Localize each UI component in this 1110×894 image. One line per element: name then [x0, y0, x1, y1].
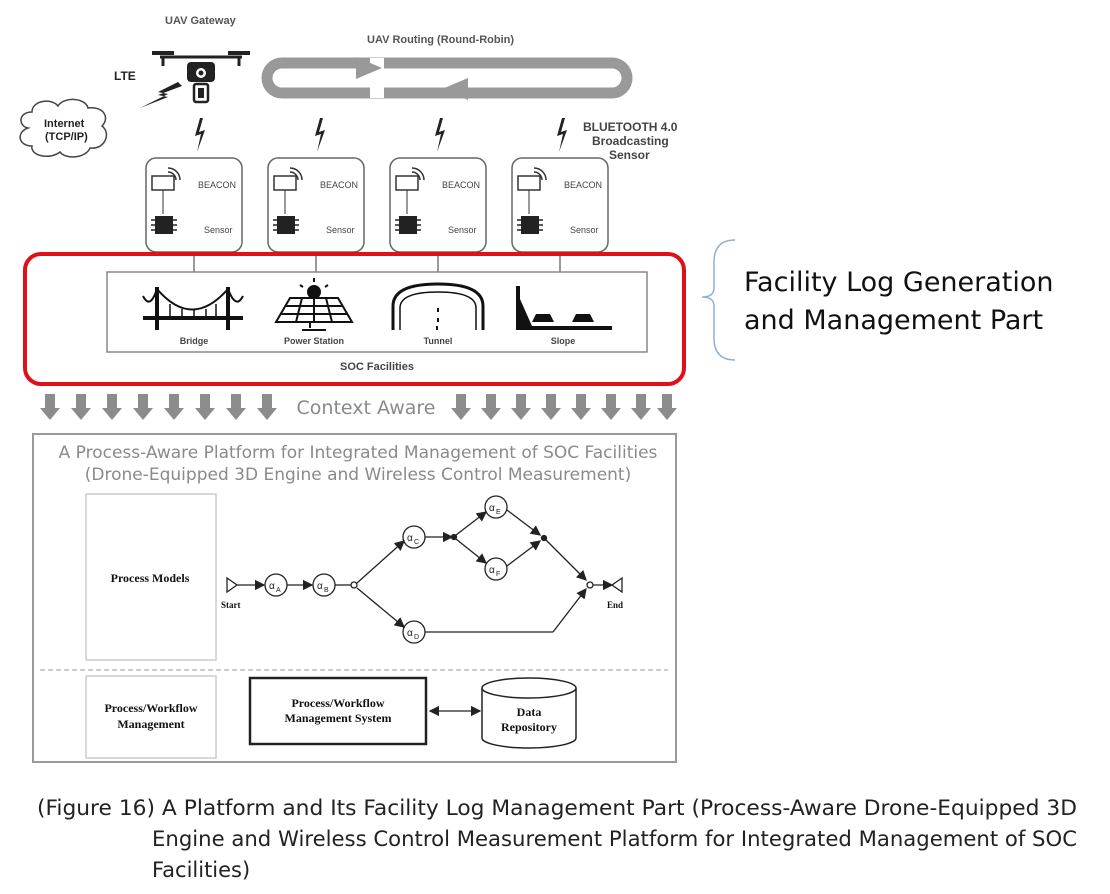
highlight-box: [23, 252, 686, 386]
node-d-label: D: [414, 634, 419, 641]
part-label-2: and Management Part: [744, 305, 1043, 336]
facility-label: Power Station: [284, 336, 344, 346]
routing-loop: [261, 57, 633, 100]
internet-label-2: (TCP/IP): [45, 131, 88, 143]
process-models-label: Process Models: [111, 571, 190, 585]
facility-label: Slope: [551, 336, 576, 346]
bluetooth-label-2: Broadcasting: [592, 134, 669, 148]
alpha-label: α: [407, 628, 413, 639]
soc-facilities-box: [106, 271, 648, 353]
sensor-node: BEACON Sensor: [267, 157, 365, 253]
process-models-cell: [85, 493, 217, 661]
platform-title-1: A Process-Aware Platform for Integrated …: [59, 443, 658, 463]
beacon-icon: [151, 167, 181, 191]
chip-icon: [517, 216, 543, 234]
workflow-label-1: Process/Workflow: [104, 701, 197, 715]
route-arrow-left: [442, 78, 468, 100]
platform-title-2: (Drone-Equipped 3D Engine and Wireless C…: [85, 465, 631, 485]
sensor-node: BEACON Sensor: [511, 157, 609, 253]
solar-panel-icon: [274, 278, 354, 331]
alpha-label: α: [489, 565, 495, 576]
workflow-cell: [85, 675, 217, 759]
internet-cloud-icon: [19, 98, 108, 158]
alpha-label: α: [317, 581, 323, 592]
routing-label: UAV Routing (Round-Robin): [367, 34, 514, 46]
sensor-label: Sensor: [204, 225, 233, 235]
end-label: End: [607, 600, 623, 610]
sensor-label: Sensor: [326, 225, 355, 235]
node-a-label: A: [276, 587, 281, 594]
drone-icon: [152, 51, 250, 104]
repo-label-1: Data: [517, 705, 542, 719]
beacon-label: BEACON: [198, 180, 236, 190]
signal-bolt-icon: [195, 118, 205, 152]
beacon-label: BEACON: [442, 180, 480, 190]
alpha-label: α: [407, 533, 413, 544]
bridge-icon: [142, 287, 244, 330]
beacon-icon: [273, 167, 303, 191]
chip-icon: [395, 216, 421, 234]
alpha-label: α: [269, 581, 275, 592]
context-label: Context Aware: [297, 397, 436, 419]
bluetooth-label-1: BLUETOOTH 4.0: [583, 120, 678, 134]
route-arrow-right: [356, 57, 382, 79]
node-c-label: C: [414, 539, 419, 546]
beacon-icon: [517, 167, 547, 191]
node-f-label: F: [496, 571, 500, 578]
brace: [701, 239, 736, 361]
chip-icon: [273, 216, 299, 234]
process-graph: [226, 495, 623, 644]
signal-bolt-icon: [315, 118, 325, 152]
slope-icon: [516, 286, 612, 330]
system-label-2: Management System: [285, 711, 392, 725]
workflow-label-2: Management: [117, 717, 184, 731]
database-icon: [481, 677, 577, 749]
sensor-node: BEACON Sensor: [389, 157, 487, 253]
gateway-label: UAV Gateway: [165, 15, 237, 27]
tunnel-icon: [391, 282, 485, 330]
workflow-system-box: [248, 676, 428, 746]
bluetooth-label-3: Sensor: [609, 148, 650, 162]
sensor-label: Sensor: [570, 225, 599, 235]
alpha-label: α: [489, 503, 495, 514]
context-arrows-right: [451, 394, 677, 420]
sensor-label: Sensor: [448, 225, 477, 235]
node-e-label: E: [496, 509, 501, 516]
node-b-label: B: [324, 587, 329, 594]
context-arrows-left: [40, 394, 277, 420]
caption-line-1: (Figure 16) A Platform and Its Facility …: [37, 796, 1077, 820]
system-label-1: Process/Workflow: [291, 696, 384, 710]
facility-label: Bridge: [180, 336, 209, 346]
facility-label: Tunnel: [424, 336, 453, 346]
soc-facilities-label: SOC Facilities: [340, 361, 414, 373]
sensor-node: BEACON Sensor: [145, 157, 243, 253]
chip-icon: [151, 216, 177, 234]
signal-bolt-icon: [435, 118, 445, 152]
part-label-1: Facility Log Generation: [744, 267, 1054, 298]
beacon-label: BEACON: [564, 180, 602, 190]
signal-bolt-icon: [557, 118, 567, 152]
internet-label-1: Internet: [44, 118, 85, 130]
repo-label-2: Repository: [501, 720, 557, 734]
caption-line-3: Facilities): [152, 858, 250, 882]
lte-label: LTE: [114, 69, 136, 83]
start-label: Start: [221, 600, 241, 610]
beacon-label: BEACON: [320, 180, 358, 190]
lightning-icon: [140, 82, 182, 108]
caption-line-2: Engine and Wireless Control Measurement …: [152, 827, 1077, 851]
